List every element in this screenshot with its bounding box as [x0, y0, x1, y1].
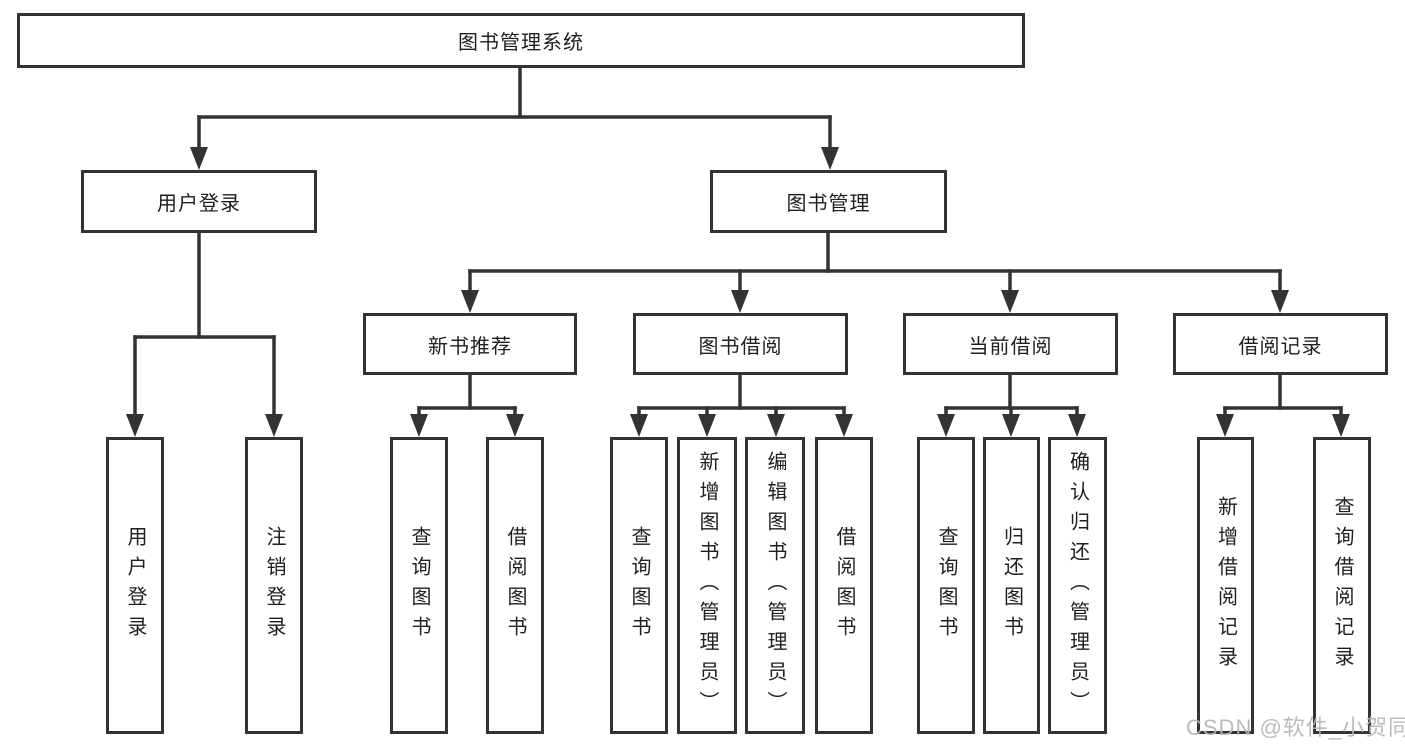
connector-new-book-recommend	[410, 373, 524, 437]
node-borrow-records: 借阅记录	[1173, 313, 1388, 375]
node-book-management: 图书管理	[710, 170, 947, 233]
leaf-records-query-record: 查询借阅记录	[1313, 437, 1371, 734]
connector-user-login	[126, 231, 283, 437]
leaf-logout-login: 注销登录	[245, 437, 303, 734]
node-library-management-system: 图书管理系统	[17, 13, 1025, 68]
leaf-borrow-add-books-admin: 新增图书（管理员）	[677, 437, 737, 734]
leaf-borrow-borrow-books: 借阅图书	[815, 437, 873, 734]
connector-root	[190, 66, 839, 170]
connector-book-borrow	[630, 373, 853, 437]
node-current-borrow: 当前借阅	[903, 313, 1118, 375]
leaf-current-confirm-return-admin: 确认归还（管理员）	[1048, 437, 1107, 734]
leaf-recommend-borrow-books: 借阅图书	[486, 437, 544, 734]
node-book-borrow: 图书借阅	[633, 313, 848, 375]
node-new-book-recommend: 新书推荐	[363, 313, 577, 375]
leaf-borrow-edit-books-admin: 编辑图书（管理员）	[745, 437, 805, 734]
node-user-login: 用户登录	[81, 170, 317, 233]
connector-current-borrow	[937, 373, 1086, 437]
leaf-recommend-query-books: 查询图书	[390, 437, 448, 734]
leaf-current-return-books: 归还图书	[983, 437, 1040, 734]
leaf-borrow-query-books: 查询图书	[610, 437, 668, 734]
leaf-user-login: 用户登录	[106, 437, 164, 734]
leaf-records-add-record: 新增借阅记录	[1197, 437, 1254, 734]
connector-borrow-records	[1216, 373, 1350, 437]
csdn-watermark: CSDN @软件_小贺同学	[1186, 715, 1405, 740]
leaf-current-query-books: 查询图书	[917, 437, 975, 734]
connector-book-management	[461, 231, 1289, 313]
